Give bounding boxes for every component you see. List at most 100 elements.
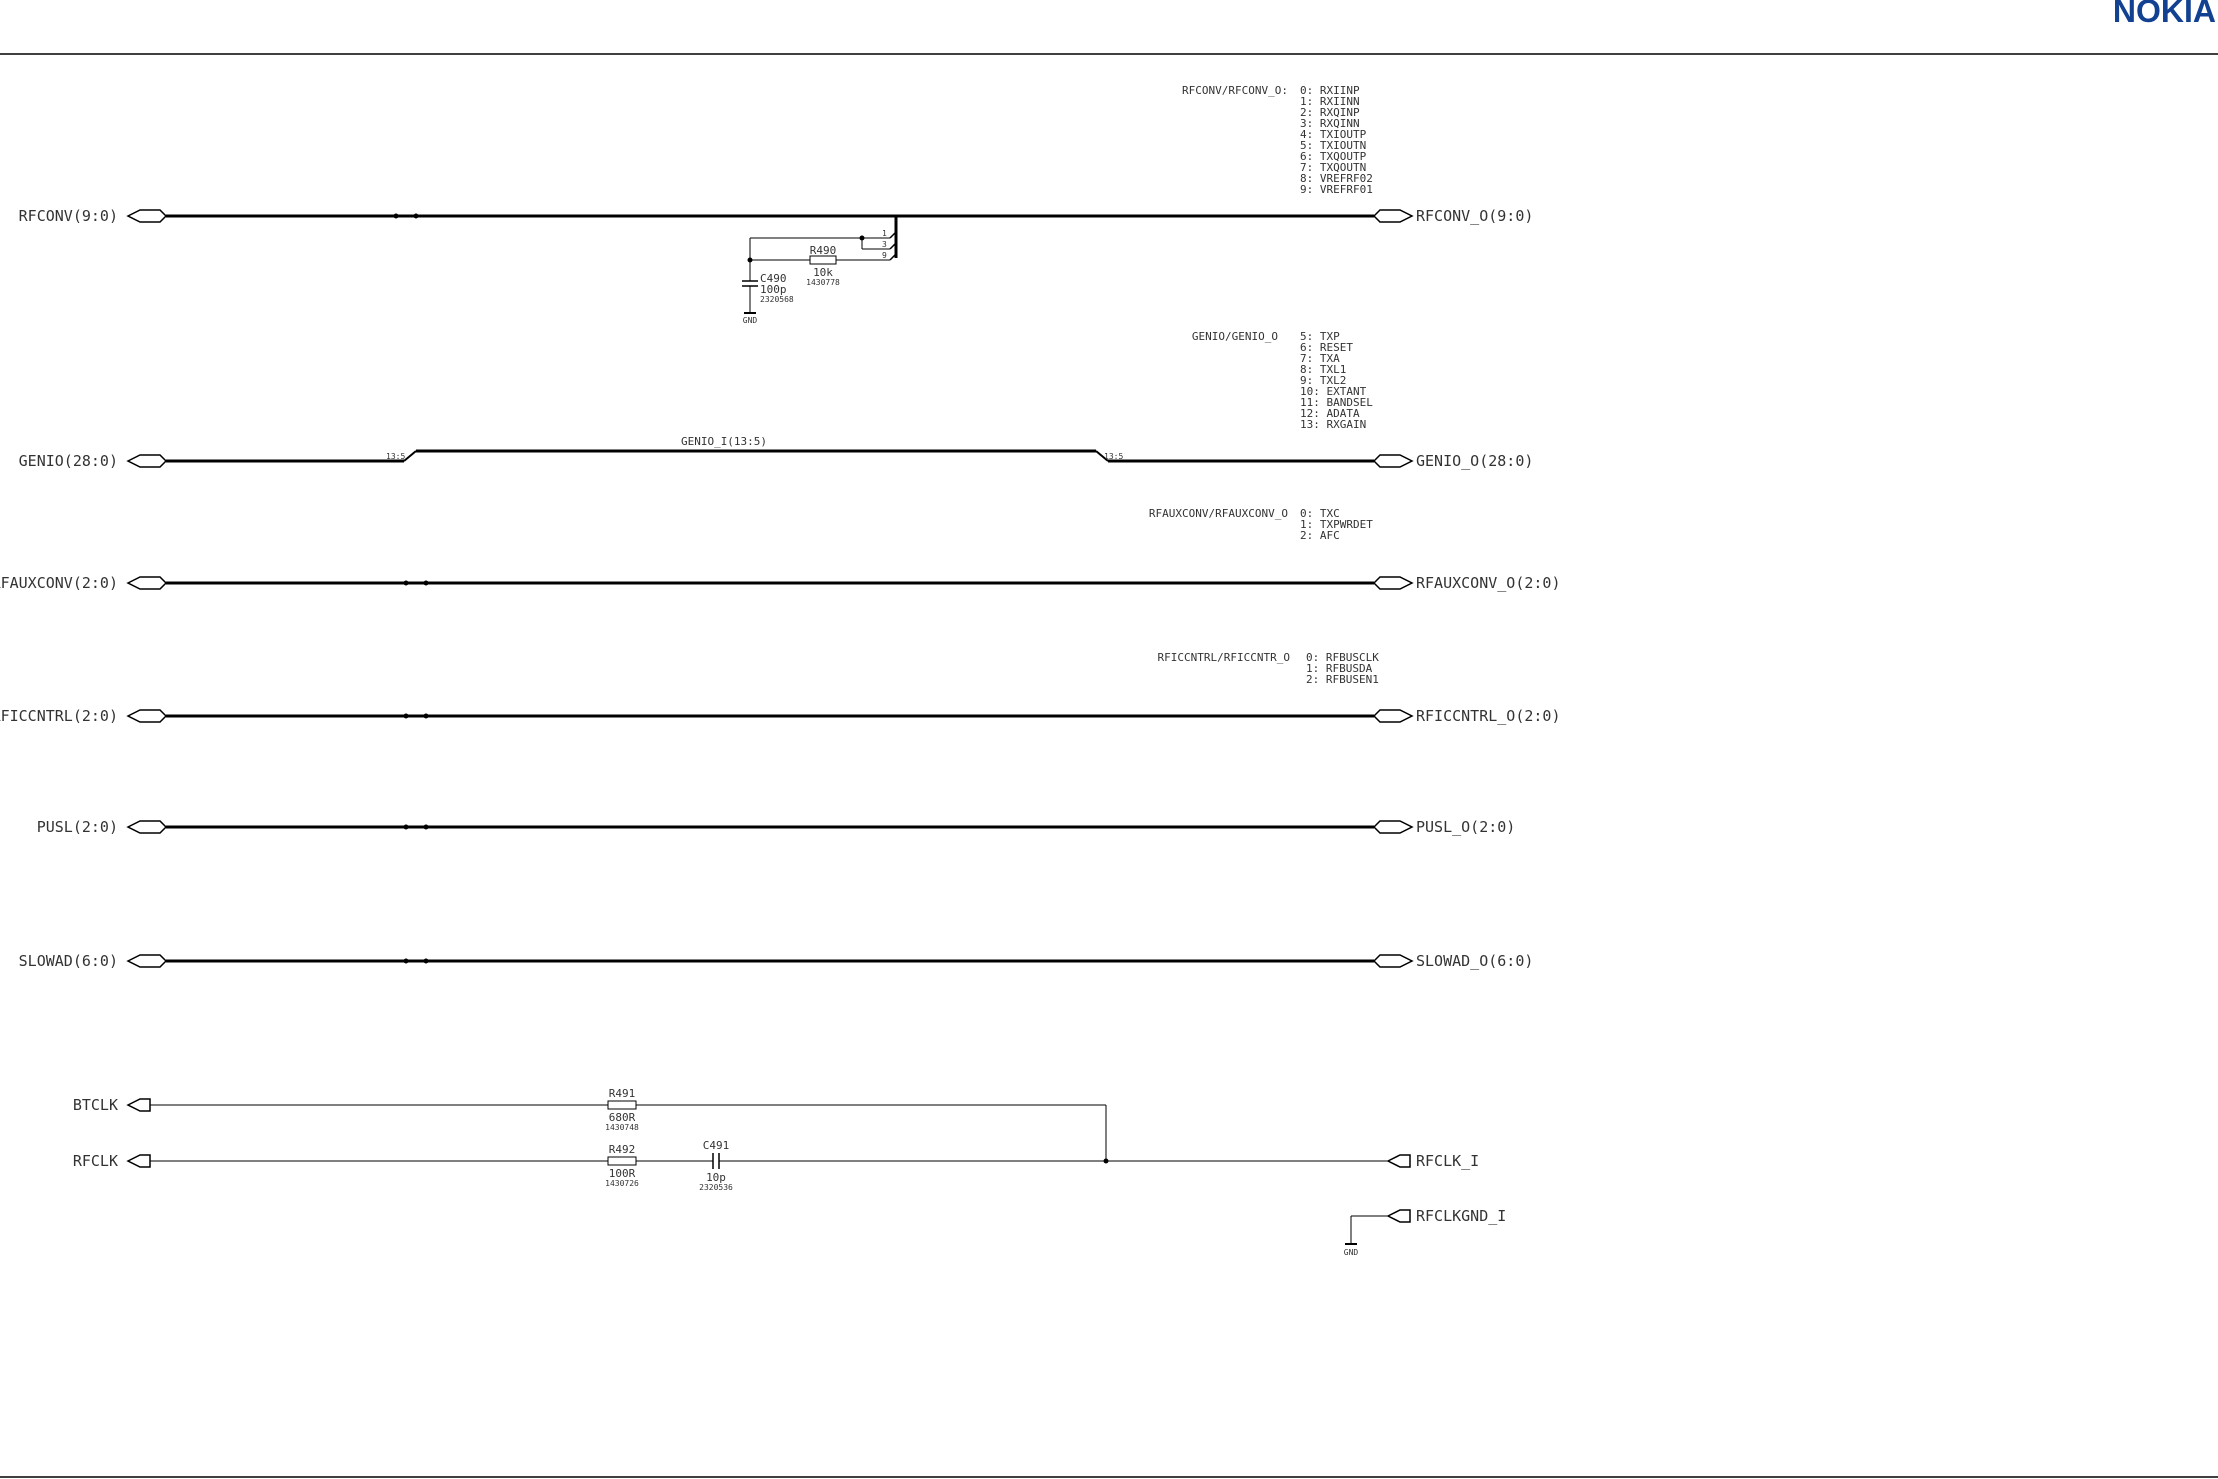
bus-marker (423, 580, 429, 586)
table-entry: 8: VREFRF02 (1300, 172, 1373, 185)
c491-value: 10p (706, 1171, 726, 1184)
tap-label: 9 (882, 251, 887, 260)
port-label-rfclkgnd-i: RFCLKGND_I (1416, 1207, 1506, 1225)
bus-marker (423, 713, 429, 719)
table-entry: 1: RXIINN (1300, 95, 1360, 108)
port-label-rficcntrl: RFICCNTRL(2:0) (0, 707, 118, 725)
port-rfauxconv-out (1372, 576, 1414, 590)
genio-tap-right: 13:5 (1104, 452, 1123, 461)
resistor-r491 (607, 1100, 637, 1110)
r490-ref: R490 (810, 244, 837, 257)
gnd-label: GND (743, 316, 758, 325)
table-entry: 10: EXTANT (1300, 385, 1367, 398)
table-entry: 0: RXIINP (1300, 84, 1360, 97)
resistor-r492 (607, 1156, 637, 1166)
r490-value: 10k (813, 266, 833, 279)
table-entry: 5: TXIOUTN (1300, 139, 1366, 152)
port-genio-in (126, 454, 168, 468)
table-rficcntrl: RFICCNTRL/RFICCNTR_O 0: RFBUSCLK 1: RFBU… (1158, 651, 1380, 686)
table-entry: 8: TXL1 (1300, 363, 1346, 376)
c491-part: 2320536 (699, 1183, 733, 1192)
port-rfclkgnd-i (1386, 1209, 1411, 1223)
bus-marker (403, 824, 409, 830)
r491-part: 1430748 (605, 1123, 639, 1132)
port-label-rfclk: RFCLK (73, 1152, 118, 1170)
port-btclk (126, 1098, 151, 1112)
r491-ref: R491 (609, 1087, 636, 1100)
table-title: GENIO/GENIO_O (1192, 330, 1278, 343)
bus-marker (423, 958, 429, 964)
port-rfclk (126, 1154, 151, 1168)
port-label-rficcntrl-o: RFICCNTRL_O(2:0) (1416, 707, 1561, 725)
gnd-label: GND (1344, 1248, 1359, 1257)
port-label-genio-o: GENIO_O(28:0) (1416, 452, 1533, 470)
port-rficcntrl-out (1372, 709, 1414, 723)
port-label-slowad-o: SLOWAD_O(6:0) (1416, 952, 1533, 970)
table-entry: 9: VREFRF01 (1300, 183, 1373, 196)
port-label-btclk: BTCLK (73, 1096, 118, 1114)
port-rfconv-out (1372, 209, 1414, 223)
table-entry: 2: RXQINP (1300, 106, 1360, 119)
bus-marker (403, 580, 409, 586)
table-entry: 9: TXL2 (1300, 374, 1346, 387)
table-entry: 0: RFBUSCLK (1306, 651, 1379, 664)
port-label-rfclk-i: RFCLK_I (1416, 1152, 1479, 1170)
table-entry: 6: TXQOUTP (1300, 150, 1367, 163)
c490-value: 100p (760, 283, 787, 296)
port-rfauxconv-in (126, 576, 168, 590)
table-entry: 7: TXA (1300, 352, 1340, 365)
table-title: RFAUXCONV/RFAUXCONV_O (1149, 507, 1288, 520)
table-title: RFCONV/RFCONV_O: (1182, 84, 1288, 97)
table-entry: 2: AFC (1300, 529, 1340, 542)
tap-label: 3 (882, 240, 887, 249)
port-label-rfauxconv: RFAUXCONV(2:0) (0, 574, 118, 592)
port-pusl-in (126, 820, 168, 834)
table-title: RFICCNTRL/RFICCNTR_O (1158, 651, 1290, 664)
junction-dot (859, 235, 865, 241)
bus-entries (889, 231, 897, 261)
c491-ref: C491 (703, 1139, 730, 1152)
port-label-pusl: PUSL(2:0) (37, 818, 118, 836)
port-rficcntrl-in (126, 709, 168, 723)
r492-part: 1430726 (605, 1179, 639, 1188)
bus-entry (1095, 450, 1109, 462)
c490-part: 2320568 (760, 295, 794, 304)
nokia-logo: NOKIA (2113, 0, 2216, 29)
port-rfclk-i (1386, 1154, 1411, 1168)
port-slowad-in (126, 954, 168, 968)
port-label-rfauxconv-o: RFAUXCONV_O(2:0) (1416, 574, 1561, 592)
port-rfconv-in (126, 209, 168, 223)
table-rfauxconv: RFAUXCONV/RFAUXCONV_O 0: TXC 1: TXPWRDET… (1149, 507, 1373, 542)
table-entry: 7: TXQOUTN (1300, 161, 1366, 174)
genio-tap-left: 13:5 (386, 452, 405, 461)
port-label-pusl-o: PUSL_O(2:0) (1416, 818, 1515, 836)
bus-marker (413, 213, 419, 219)
port-pusl-out (1372, 820, 1414, 834)
bus-entry (403, 450, 417, 462)
table-entry: 1: RFBUSDA (1306, 662, 1373, 675)
table-entry: 13: RXGAIN (1300, 418, 1366, 431)
table-entry: 3: RXQINN (1300, 117, 1360, 130)
bus-marker (393, 213, 399, 219)
resistor-r490 (809, 255, 837, 265)
table-entry: 12: ADATA (1300, 407, 1360, 420)
r492-ref: R492 (609, 1143, 636, 1156)
table-entry: 2: RFBUSEN1 (1306, 673, 1379, 686)
bus-marker (403, 958, 409, 964)
tap-label: 1 (882, 229, 887, 238)
table-entry: 0: TXC (1300, 507, 1340, 520)
table-entry: 6: RESET (1300, 341, 1353, 354)
junction-dot (1103, 1158, 1109, 1164)
port-label-rfconv: RFCONV(9:0) (19, 207, 118, 225)
r491-value: 680R (609, 1111, 636, 1124)
port-label-slowad: SLOWAD(6:0) (19, 952, 118, 970)
table-entry: 1: TXPWRDET (1300, 518, 1373, 531)
table-entry: 5: TXP (1300, 330, 1340, 343)
port-label-genio: GENIO(28:0) (19, 452, 118, 470)
table-entry: 4: TXIOUTP (1300, 128, 1367, 141)
port-label-rfconv-o: RFCONV_O(9:0) (1416, 207, 1533, 225)
table-entry: 11: BANDSEL (1300, 396, 1373, 409)
r490-part: 1430778 (806, 278, 840, 287)
r492-value: 100R (609, 1167, 636, 1180)
